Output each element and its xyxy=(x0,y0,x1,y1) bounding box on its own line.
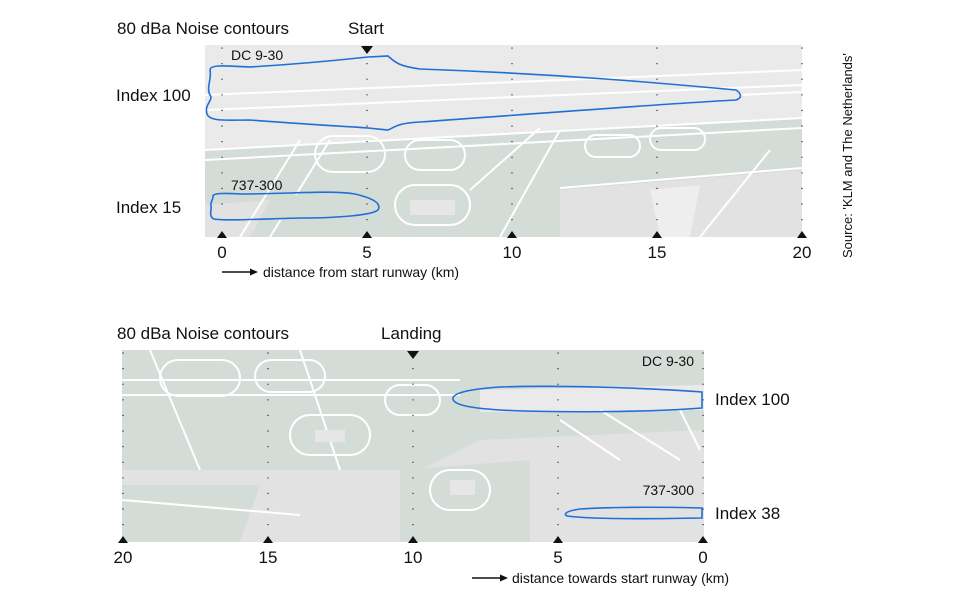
landing-tick-label-5: 5 xyxy=(553,548,562,567)
landing-tick-marker-10 xyxy=(408,536,418,543)
takeoff-axis-caption: distance from start runway (km) xyxy=(263,264,459,280)
takeoff-distance-gridlines xyxy=(221,47,803,233)
landing-tick-label-15: 15 xyxy=(259,548,278,567)
takeoff-index-100: Index 100 xyxy=(116,86,191,105)
landing-marker-label: Landing xyxy=(381,324,442,343)
landing-contour-737-300 xyxy=(564,506,703,520)
takeoff-737-label: 737-300 xyxy=(231,177,283,193)
landing-tick-marker-15 xyxy=(263,536,273,543)
takeoff-tick-label-5: 5 xyxy=(362,243,371,262)
landing-dc9-label: DC 9-30 xyxy=(642,353,694,369)
takeoff-marker-triangle xyxy=(361,46,373,54)
landing-map-background xyxy=(122,350,704,542)
takeoff-tick-marker-15 xyxy=(652,231,662,238)
takeoff-axis-ticks: 0 5 10 15 20 xyxy=(217,46,811,262)
landing-tick-label-0: 0 xyxy=(698,548,707,567)
takeoff-tick-label-10: 10 xyxy=(503,243,522,262)
takeoff-tick-marker-20 xyxy=(797,231,807,238)
takeoff-start-label: Start xyxy=(348,19,384,38)
landing-axis-ticks: 20 15 10 5 0 xyxy=(114,351,708,567)
takeoff-tick-marker-10 xyxy=(507,231,517,238)
landing-axis-arrow xyxy=(472,574,508,582)
landing-tick-marker-0 xyxy=(698,536,708,543)
takeoff-contour-737-300 xyxy=(209,191,380,221)
landing-axis-caption: distance towards start runway (km) xyxy=(512,570,729,586)
landing-contour-dc9-30 xyxy=(452,385,703,413)
landing-tick-marker-5 xyxy=(553,536,563,543)
takeoff-map-background xyxy=(205,45,802,237)
landing-tick-label-10: 10 xyxy=(404,548,423,567)
takeoff-dc9-label: DC 9-30 xyxy=(231,47,283,63)
landing-title: 80 dBa Noise contours xyxy=(117,324,289,343)
landing-distance-gridlines xyxy=(122,352,704,538)
takeoff-tick-marker-5 xyxy=(362,231,372,238)
landing-tick-label-20: 20 xyxy=(114,548,133,567)
source-credit: Source: 'KLM and The Netherlands' xyxy=(840,53,855,258)
landing-index-100: Index 100 xyxy=(715,390,790,409)
landing-737-label: 737-300 xyxy=(643,482,695,498)
takeoff-tick-label-20: 20 xyxy=(793,243,812,262)
takeoff-axis-arrow xyxy=(222,268,258,276)
takeoff-tick-label-0: 0 xyxy=(217,243,226,262)
landing-index-38: Index 38 xyxy=(715,504,780,523)
takeoff-index-15: Index 15 xyxy=(116,198,181,217)
takeoff-title: 80 dBa Noise contours xyxy=(117,19,289,38)
landing-tick-marker-20 xyxy=(118,536,128,543)
takeoff-tick-label-15: 15 xyxy=(648,243,667,262)
takeoff-contour-dc9-30 xyxy=(205,55,742,131)
takeoff-tick-marker-0 xyxy=(217,231,227,238)
landing-marker-triangle xyxy=(407,351,419,359)
